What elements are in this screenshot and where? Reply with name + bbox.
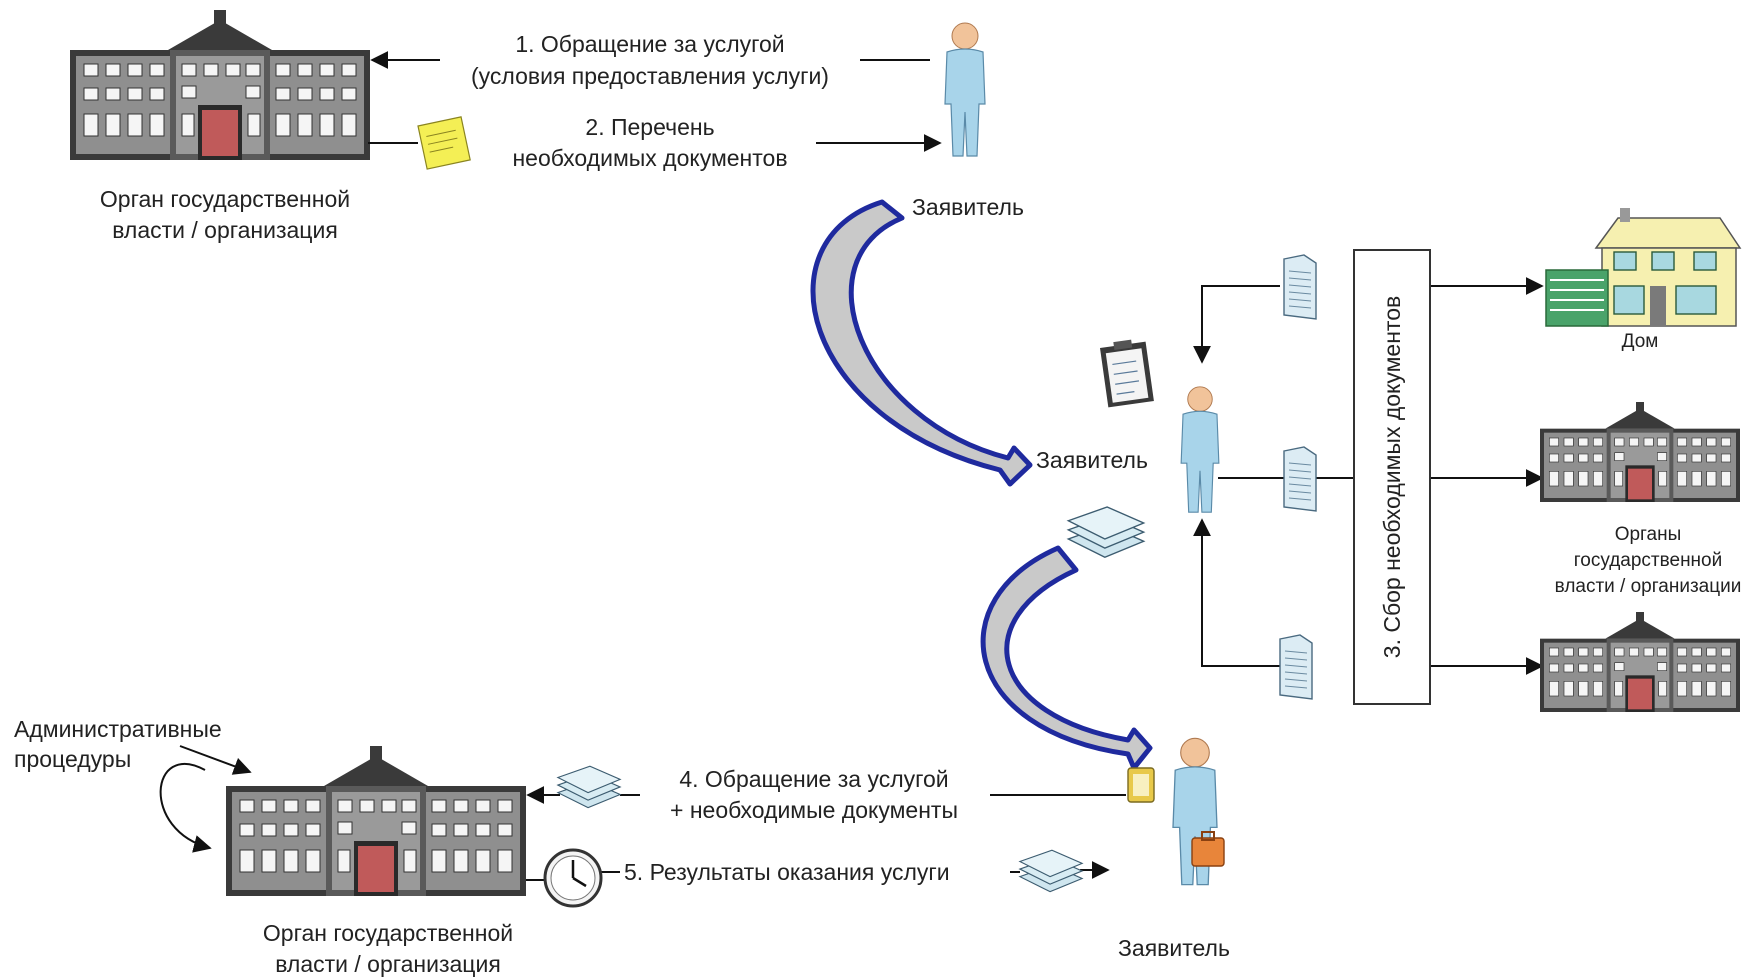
org-bottom-label-line1: Орган государственной	[263, 920, 513, 946]
orgs-right-building-icon	[1540, 402, 1740, 502]
org-top-label-line1: Орган государственной	[100, 186, 350, 212]
curved-arrow-icon	[980, 545, 1153, 771]
applicant-top-person-icon	[944, 22, 986, 157]
applicant-mid-person-icon	[1180, 386, 1220, 513]
document-stack-icon	[1067, 506, 1145, 558]
home-label: Дом	[1622, 331, 1659, 352]
document-stack-icon	[557, 765, 621, 809]
orgs-right-building-icon	[1540, 612, 1740, 712]
clock-icon	[543, 848, 603, 908]
org-bottom-label-line2: власти / организация	[275, 951, 501, 977]
step2-label-line1: 2. Перечень	[585, 114, 714, 140]
briefcase-icon	[1191, 831, 1225, 867]
admin-label-line2: процедуры	[14, 746, 131, 772]
document-icon	[1127, 767, 1155, 803]
step2-label-line2: необходимых документов	[512, 145, 787, 171]
sticky-note-icon	[417, 116, 471, 170]
org-top-label-line2: власти / организация	[112, 217, 338, 243]
loop-arrow-head	[179, 745, 252, 775]
step3-box: 3. Сбор необходимых документов	[1353, 249, 1431, 705]
applicant-bottom-label: Заявитель	[1118, 935, 1230, 961]
applicant-mid-label: Заявитель	[1036, 447, 1148, 473]
org-top-building-icon	[70, 10, 370, 160]
step5-label: 5. Результаты оказания услуги	[624, 859, 950, 885]
org-bottom-building-icon	[226, 746, 526, 896]
step3-label: 3. Сбор необходимых документов	[1379, 296, 1405, 658]
step4-label-line1: 4. Обращение за услугой	[679, 766, 948, 792]
house-icon	[1545, 208, 1742, 327]
document-stack-icon	[1019, 849, 1083, 893]
document-icon	[1279, 634, 1313, 700]
clipboard-icon	[1100, 339, 1154, 408]
admin-label-line1: Административные	[14, 716, 222, 742]
collection-connectors	[1193, 277, 1544, 675]
step1-label-line1: 1. Обращение за услугой	[515, 31, 784, 57]
orgs-right-label-line3: власти / организации	[1555, 576, 1742, 597]
applicant-top-label: Заявитель	[912, 194, 1024, 220]
orgs-right-label-line2: государственной	[1574, 550, 1722, 571]
step1-label-line2: (условия предоставления услуги)	[471, 63, 829, 89]
document-icon	[1283, 254, 1317, 320]
document-icon	[1283, 446, 1317, 512]
curved-arrow-icon	[810, 199, 1033, 487]
loop-arrow	[159, 763, 212, 853]
orgs-right-label-line1: Органы	[1615, 524, 1682, 545]
step4-label-line2: + необходимые документы	[670, 797, 958, 823]
